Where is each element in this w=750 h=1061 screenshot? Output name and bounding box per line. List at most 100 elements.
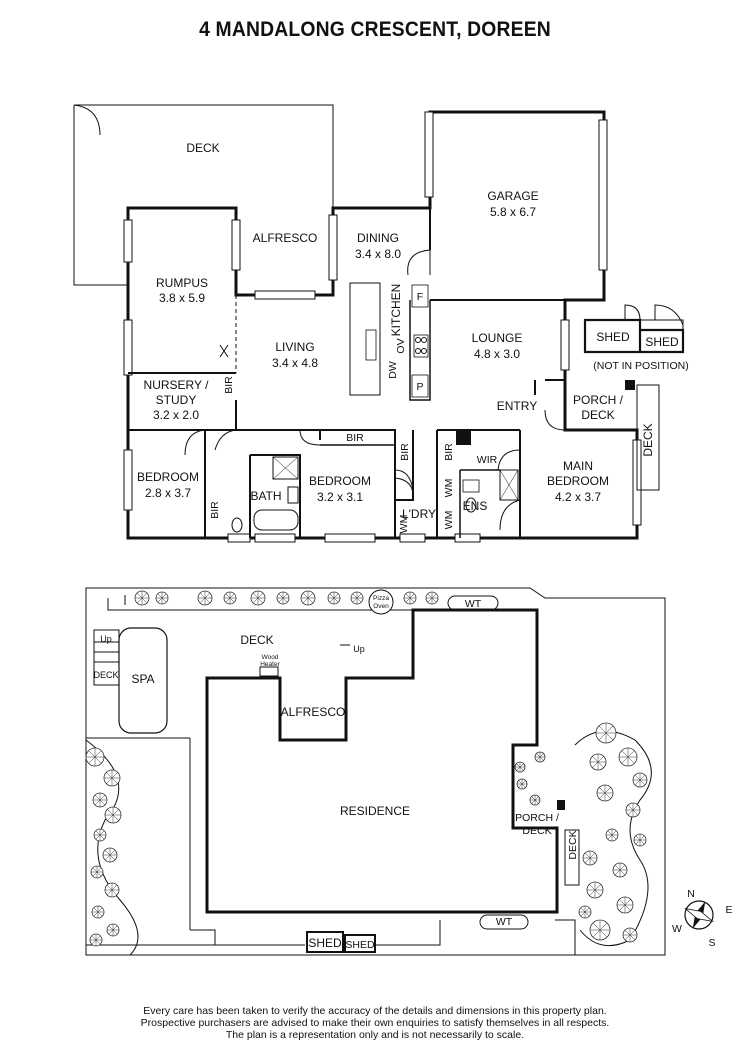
garage-size: 5.8 x 6.7 bbox=[490, 205, 536, 219]
deck-label: DECK bbox=[186, 141, 219, 155]
compass-w: W bbox=[672, 923, 682, 935]
residence-walls bbox=[205, 608, 559, 914]
lounge-label: LOUNGE bbox=[472, 331, 523, 345]
ensuite-label: ENS bbox=[463, 499, 488, 513]
water-tank-bottom bbox=[479, 914, 529, 930]
site-shed-1-label: SHED bbox=[308, 936, 342, 950]
compass-rose: N E S W bbox=[672, 888, 732, 949]
bath-tub bbox=[253, 509, 299, 531]
disclaimer: Every care has been taken to verify the … bbox=[0, 1005, 750, 1041]
disclaimer-line-3: The plan is a representation only and is… bbox=[225, 1029, 525, 1041]
alfresco-label: ALFRESCO bbox=[253, 231, 318, 245]
living-size: 3.4 x 4.8 bbox=[272, 356, 318, 370]
entry-label: ENTRY bbox=[497, 399, 537, 413]
site-paths bbox=[86, 919, 576, 955]
main-bedroom-label-line1: MAIN bbox=[563, 459, 593, 473]
bir-bedroom-1-label: BIR bbox=[209, 501, 221, 519]
garage-label: GARAGE bbox=[487, 189, 538, 203]
site-boundary bbox=[85, 587, 666, 956]
kitchen-label: KITCHEN bbox=[389, 284, 403, 337]
site-shed-2-label: SHED bbox=[345, 939, 375, 951]
laundry-label: L'DRY bbox=[402, 507, 436, 521]
rumpus-label: RUMPUS bbox=[156, 276, 208, 290]
fridge-label: F bbox=[417, 291, 423, 303]
deck-small-label: DECK bbox=[93, 670, 118, 680]
floor-plan bbox=[73, 104, 685, 543]
site-shed-2 bbox=[344, 934, 376, 953]
disclaimer-line-1: Every care has been taken to verify the … bbox=[143, 1005, 607, 1017]
bir-ensuite-label: BIR bbox=[443, 443, 455, 461]
dining-size: 3.4 x 8.0 bbox=[355, 247, 401, 261]
toilet bbox=[231, 517, 243, 533]
bath-label: BATH bbox=[250, 489, 281, 503]
wt-top-label: WT bbox=[465, 598, 482, 610]
disclaimer-line-2: Prospective purchasers are advised to ma… bbox=[140, 1017, 610, 1029]
pizza-oven bbox=[368, 589, 394, 615]
dining-label: DINING bbox=[357, 231, 399, 245]
porch-label-line1: PORCH / bbox=[573, 393, 624, 407]
deck-outline bbox=[73, 104, 334, 286]
site-side-deck-label: DECK bbox=[567, 830, 579, 859]
side-deck-outline bbox=[636, 384, 660, 491]
bedroom-1-label: BEDROOM bbox=[137, 470, 199, 484]
side-deck-label: DECK bbox=[641, 423, 655, 456]
compass-s: S bbox=[708, 937, 715, 949]
site-shed-1 bbox=[306, 931, 344, 953]
porch-label-line2: DECK bbox=[581, 408, 614, 422]
oven-label: OV bbox=[395, 338, 407, 353]
spa bbox=[118, 627, 168, 734]
fridge-space bbox=[411, 284, 429, 308]
deck-door-swing bbox=[73, 104, 101, 136]
pantry bbox=[411, 374, 429, 398]
bedroom-1-size: 2.8 x 3.7 bbox=[145, 486, 191, 500]
shed-2-label: SHED bbox=[645, 335, 679, 349]
wood-heater-label-line1: Wood bbox=[262, 654, 279, 661]
site-plan bbox=[85, 587, 666, 956]
bir-hall-label: BIR bbox=[399, 443, 411, 461]
pizza-oven-label-line1: Pizza bbox=[373, 595, 389, 602]
pantry-label: P bbox=[416, 381, 423, 393]
site-plan-labels: Pizza Oven WT Up DECK SPA DECK Up Wood H… bbox=[93, 595, 579, 951]
wm-2-label: WM bbox=[443, 479, 455, 498]
wir-label: WIR bbox=[477, 454, 498, 466]
wood-heater bbox=[259, 666, 279, 677]
bedroom-2-label: BEDROOM bbox=[309, 474, 371, 488]
main-bedroom-size: 4.2 x 3.7 bbox=[555, 490, 601, 504]
residence-label: RESIDENCE bbox=[340, 804, 410, 818]
pizza-oven-label-line2: Oven bbox=[373, 603, 389, 610]
rumpus-size: 3.8 x 5.9 bbox=[159, 291, 205, 305]
compass-n: N bbox=[687, 888, 695, 900]
nursery-label-line2: STUDY bbox=[156, 393, 197, 407]
main-bedroom-label-line2: BEDROOM bbox=[547, 474, 609, 488]
not-in-position-label: (NOT IN POSITION) bbox=[593, 360, 688, 372]
wm-1-label: WM bbox=[398, 515, 410, 534]
wm-3-label: WM bbox=[443, 511, 455, 530]
porch-post bbox=[625, 380, 635, 390]
wood-heater-label-line2: Heater bbox=[260, 661, 280, 668]
dishwasher-label: DW bbox=[387, 361, 399, 379]
nursery-size: 3.2 x 2.0 bbox=[153, 408, 199, 422]
plan-title: 4 MANDALONG CRESCENT, DOREEN bbox=[199, 18, 551, 41]
up-right-label: Up bbox=[353, 644, 365, 654]
spa-label: SPA bbox=[131, 672, 154, 686]
interior-walls bbox=[128, 197, 565, 538]
living-label: LIVING bbox=[275, 340, 314, 354]
site-deck-label: DECK bbox=[240, 633, 273, 647]
shed-1-label: SHED bbox=[596, 330, 630, 344]
site-alfresco-label: ALFRESCO bbox=[281, 705, 346, 719]
side-deck bbox=[564, 829, 580, 886]
compass-e: E bbox=[725, 904, 732, 916]
up-left-label: Up bbox=[100, 634, 112, 644]
bir-bedroom-2-label: BIR bbox=[346, 432, 364, 444]
ensuite-toilet bbox=[465, 497, 477, 513]
door-swings bbox=[184, 249, 566, 531]
bedroom-2-size: 3.2 x 3.1 bbox=[317, 490, 363, 504]
site-porch-label-line1: PORCH / bbox=[515, 812, 559, 824]
chimney-block bbox=[456, 430, 471, 445]
site-porch-label-line2: DECK bbox=[522, 825, 551, 837]
floor-plan-labels: DECK ALFRESCO DINING 3.4 x 8.0 GARAGE 5.… bbox=[137, 141, 689, 533]
kitchen-cooktop bbox=[413, 334, 429, 358]
bir-nursery-label: BIR bbox=[223, 376, 235, 394]
wt-bottom-label: WT bbox=[496, 916, 513, 928]
